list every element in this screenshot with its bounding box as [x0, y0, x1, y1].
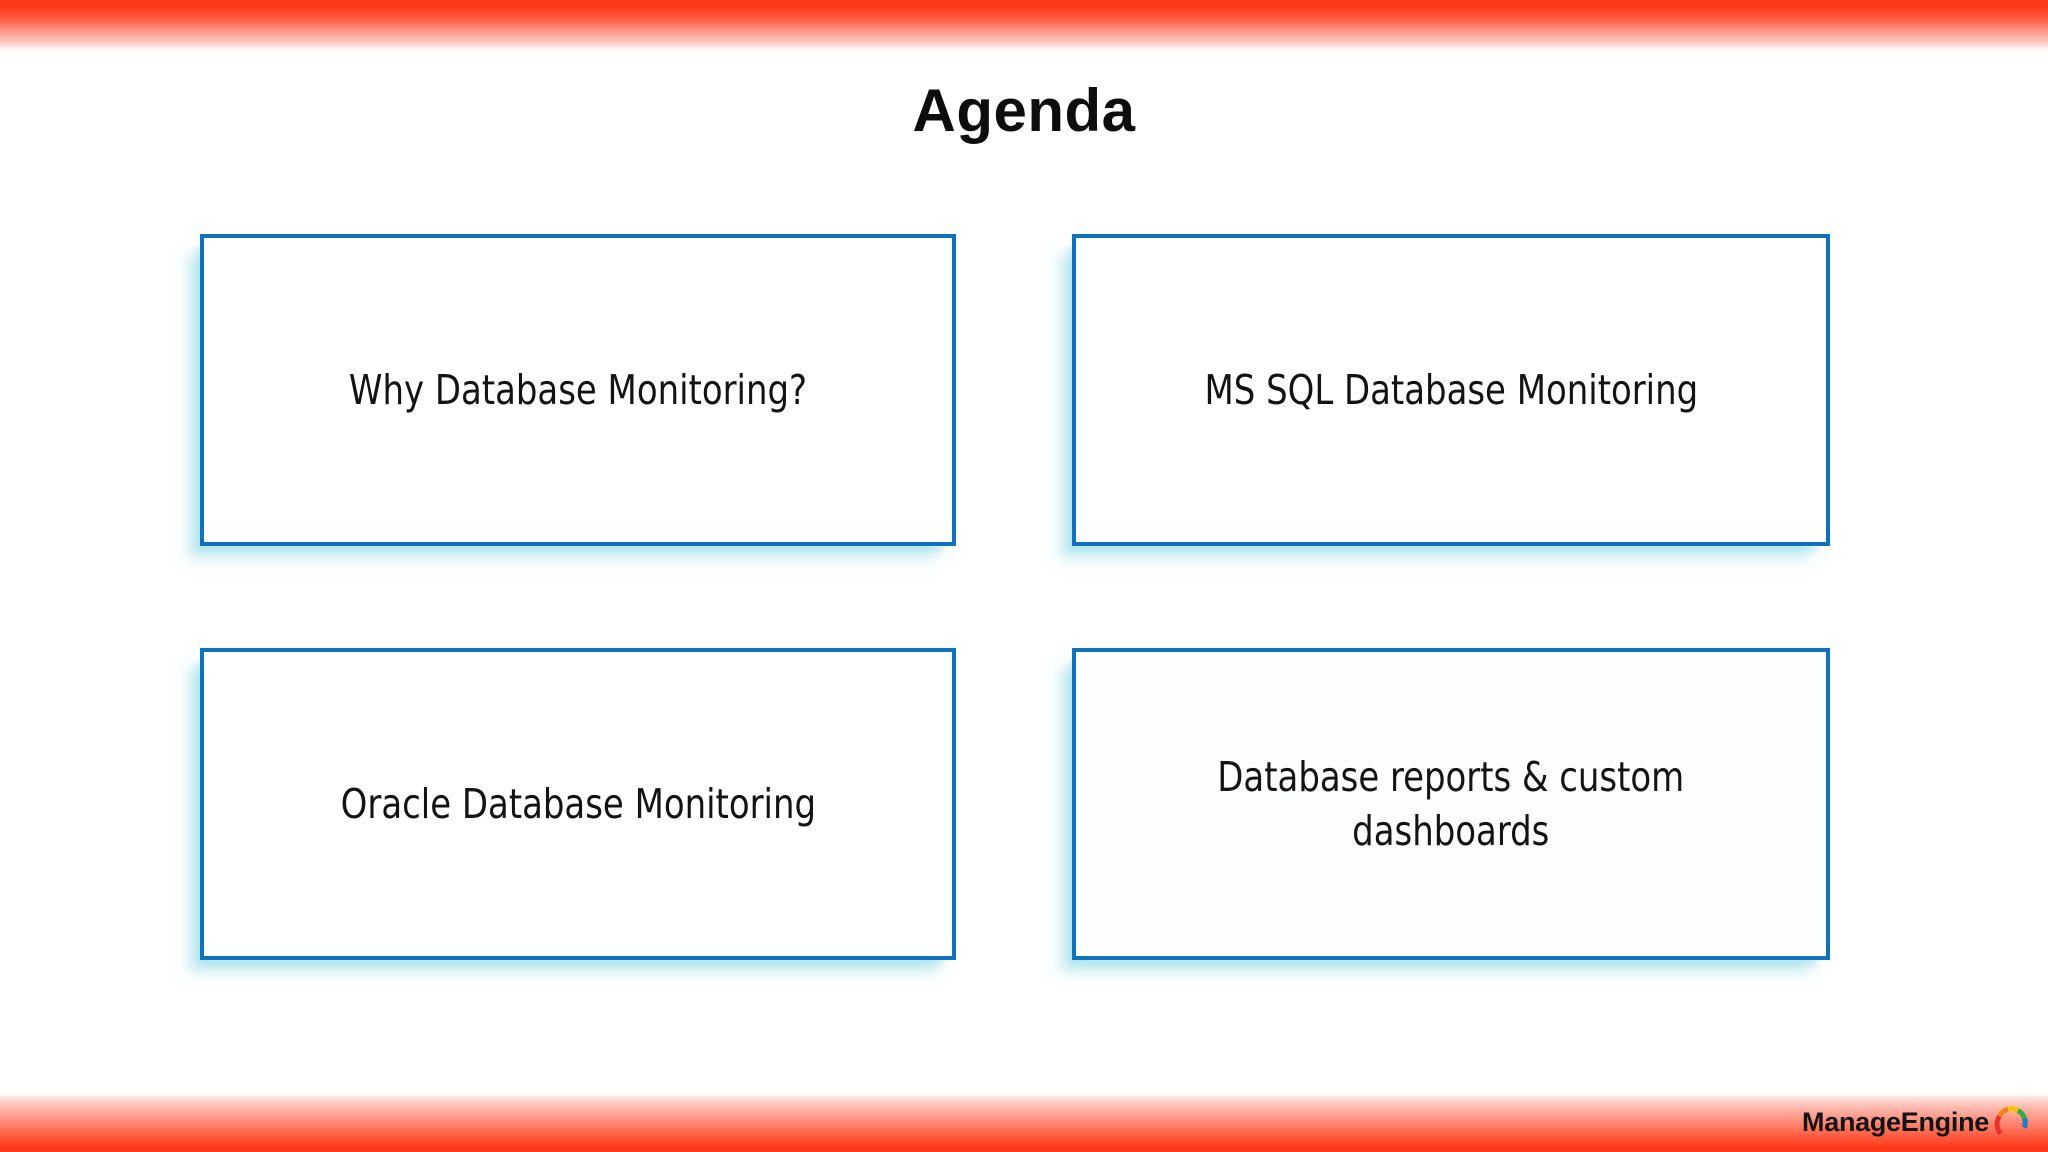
- agenda-card-why-database-monitoring[interactable]: Why Database Monitoring?: [200, 234, 956, 546]
- top-accent-bar: [0, 0, 2048, 52]
- manageengine-logo: ManageEngine: [1802, 1100, 2032, 1144]
- page-title: Agenda: [912, 77, 1136, 144]
- bottom-accent-bar: [0, 1094, 2048, 1152]
- agenda-card-label: Database reports & custom dashboards: [1217, 752, 1685, 855]
- wordmark-manage: Manage: [1802, 1106, 1901, 1137]
- agenda-card-label: Oracle Database Monitoring: [340, 779, 816, 828]
- manageengine-wordmark: ManageEngine: [1802, 1106, 1990, 1137]
- agenda-grid: Why Database Monitoring? MS SQL Database…: [200, 234, 1830, 960]
- wordmark-engine: Engine: [1900, 1106, 1990, 1137]
- agenda-card-ms-sql-database-monitoring[interactable]: MS SQL Database Monitoring: [1072, 234, 1830, 546]
- agenda-card-label: Why Database Monitoring?: [348, 365, 808, 414]
- rainbow-swoosh-icon: [1994, 1106, 2028, 1136]
- agenda-card-oracle-database-monitoring[interactable]: Oracle Database Monitoring: [200, 648, 956, 960]
- agenda-card-label: MS SQL Database Monitoring: [1204, 365, 1698, 414]
- agenda-card-database-reports-custom-dashboards[interactable]: Database reports & custom dashboards: [1072, 648, 1830, 960]
